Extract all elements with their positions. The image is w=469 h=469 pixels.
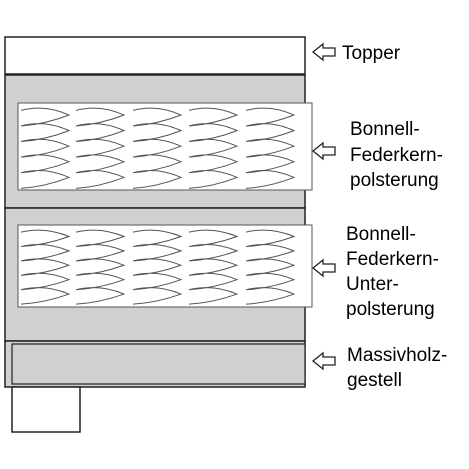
- spring-coil: [188, 107, 239, 189]
- upper-spring-label-line-3: polsterung: [350, 170, 439, 191]
- topper-layer: [4, 36, 306, 75]
- upper-spring-panel: [17, 102, 313, 191]
- hollow-left-arrow-icon: [311, 351, 336, 371]
- upper-spring-label-line-2: Federkern-: [350, 145, 443, 166]
- spring-coil: [75, 107, 126, 189]
- frame-foot: [11, 386, 81, 433]
- lower-spring-label-line-2: Federkern-: [346, 249, 439, 270]
- lower-spring-label-line-4: polsterung: [346, 299, 435, 320]
- spring-coil: [75, 229, 126, 305]
- spring-coil: [20, 229, 71, 305]
- spring-coil: [188, 229, 239, 305]
- lower-spring-label-line-1: Bonnell-: [346, 224, 416, 245]
- upper-spring-coils: [20, 107, 296, 189]
- spring-coil: [20, 107, 71, 189]
- lower-spring-label-line-3: Unter-: [346, 274, 399, 295]
- lower-spring-panel: [17, 224, 313, 308]
- lower-spring-coils: [20, 229, 296, 305]
- spring-coil: [132, 107, 183, 189]
- hollow-left-arrow-icon: [311, 42, 336, 62]
- hollow-left-arrow-icon: [311, 258, 336, 278]
- upper-spring-label-line-1: Bonnell-: [350, 119, 420, 140]
- frame-label-line-2: gestell: [347, 370, 402, 391]
- topper-label: Topper: [342, 43, 401, 64]
- spring-coil: [132, 229, 183, 305]
- hollow-left-arrow-icon: [311, 141, 336, 161]
- frame-inner-board: [11, 343, 306, 385]
- frame-label-line-1: Massivholz-: [347, 345, 447, 366]
- spring-coil: [245, 107, 296, 189]
- spring-coil: [245, 229, 296, 305]
